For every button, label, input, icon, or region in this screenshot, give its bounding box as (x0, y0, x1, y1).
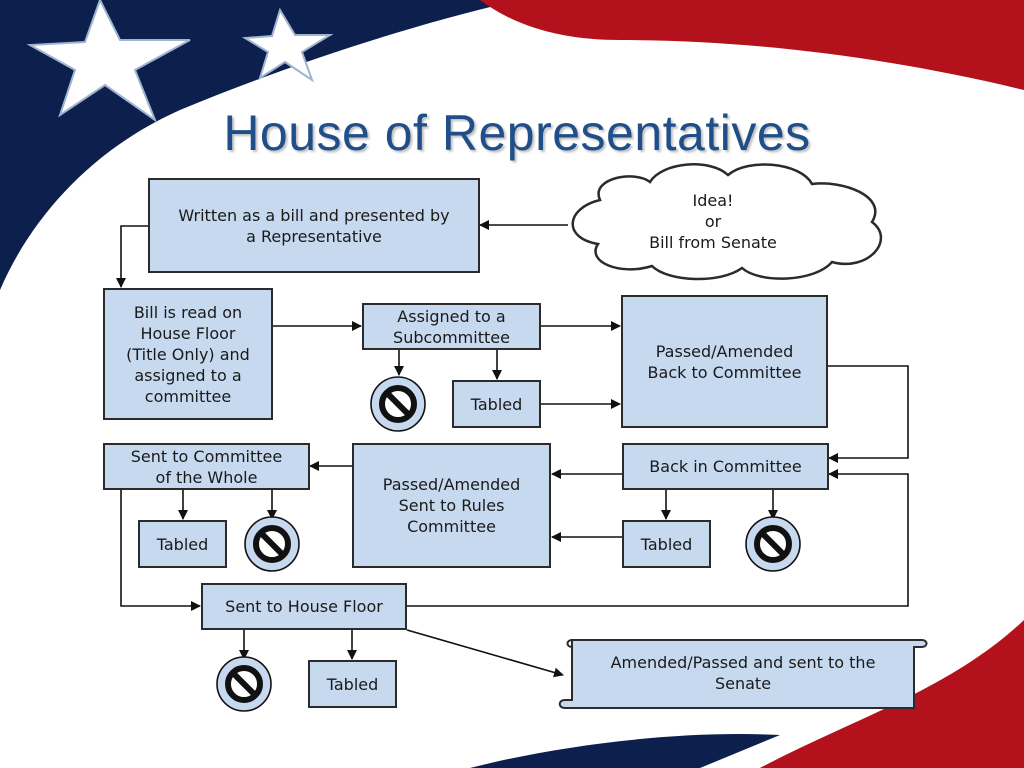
committee-of-whole-box: Sent to Committee of the Whole (103, 443, 310, 490)
back-in-committee-box: Back in Committee (622, 443, 829, 490)
star-icon (26, 0, 334, 123)
idea-cloud (571, 163, 883, 281)
written-bill-box: Written as a bill and presented by a Rep… (148, 178, 480, 273)
senate-scroll-label: Amended/Passed and sent to the Senate (610, 653, 876, 693)
prohibited-icon (244, 516, 300, 572)
house-floor-box: Sent to House Floor (201, 583, 407, 630)
prohibited-icon (370, 376, 426, 432)
senate-scroll (558, 639, 928, 709)
tabled-subcommittee-box: Tabled (452, 380, 541, 428)
tabled-committee-box: Tabled (622, 520, 711, 568)
read-on-floor-box: Bill is read on House Floor (Title Only)… (103, 288, 273, 420)
prohibited-icon (745, 516, 801, 572)
idea-cloud-label: Idea! or Bill from Senate (649, 191, 777, 252)
slide-title: House of Representatives (223, 105, 811, 161)
flow-arrows (116, 220, 909, 678)
prohibited-icon (216, 656, 272, 712)
passed-back-to-committee-box: Passed/Amended Back to Committee (621, 295, 828, 428)
tabled-whole-box: Tabled (138, 520, 227, 568)
tabled-floor-box: Tabled (308, 660, 397, 708)
rules-committee-box: Passed/Amended Sent to Rules Committee (352, 443, 551, 568)
subcommittee-box: Assigned to a Subcommittee (362, 303, 541, 350)
